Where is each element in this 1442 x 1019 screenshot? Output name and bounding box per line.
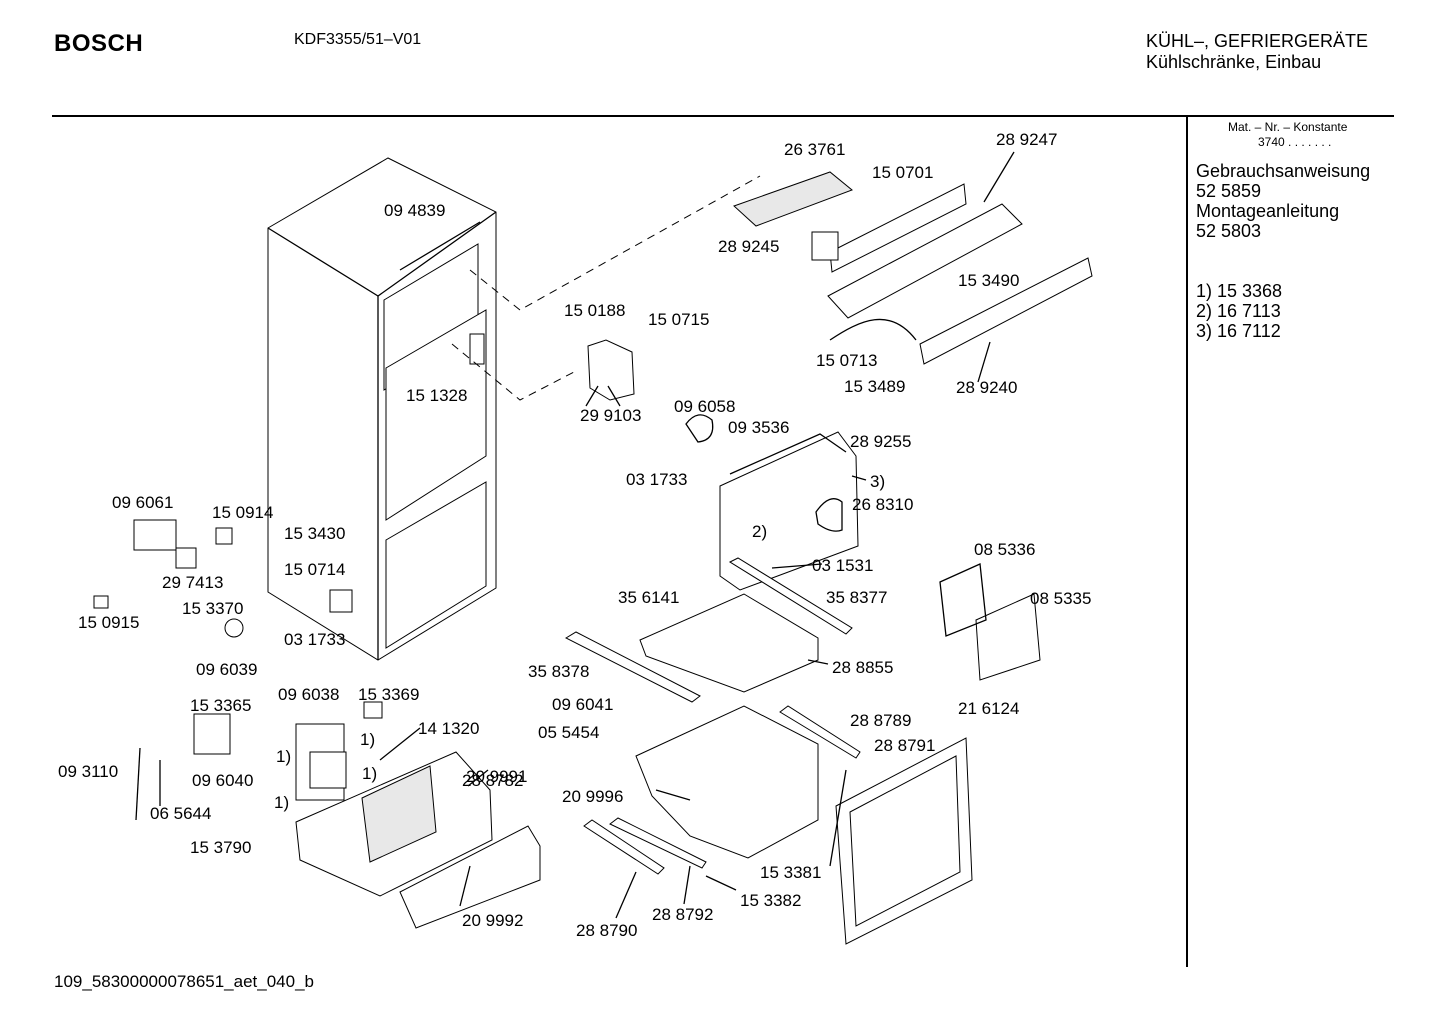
category-subtitle: Kühlschränke, Einbau	[1146, 52, 1322, 72]
base-compartment-drawing	[93, 519, 541, 929]
part-leader-lines	[379, 151, 1015, 919]
part-label: 05 5454	[538, 723, 599, 742]
part-label: 06 5644	[150, 804, 211, 823]
part-label: 28 8792	[652, 905, 713, 924]
part-label: 20 9991	[466, 767, 527, 786]
part-label: 15 0701	[872, 163, 933, 182]
lamp-housing-drawing	[587, 339, 859, 591]
doc-title-installation: Montageanleitung	[1196, 201, 1340, 221]
part-label: 09 6041	[552, 695, 613, 714]
category-title: KÜHL–, GEFRIERGERÄTE	[1146, 31, 1369, 51]
part-label: 28 9247	[996, 130, 1057, 149]
model-number: KDF3355/51–V01	[294, 31, 422, 48]
part-label: 29 9103	[580, 406, 641, 425]
part-label: 03 1733	[284, 630, 345, 649]
part-label: 15 0714	[284, 560, 345, 579]
part-number-labels: 26 3761 15 0701 28 9247 09 4839 28 9245 15 34…	[58, 130, 1091, 940]
part-label: 29 7413	[162, 573, 223, 592]
shelves-drawing	[564, 557, 1041, 945]
part-label: 28 8790	[576, 921, 637, 940]
cabinet-drawing	[267, 157, 497, 661]
part-label: 28 9245	[718, 237, 779, 256]
part-label: 15 0713	[816, 351, 877, 370]
part-label: 20 9996	[562, 787, 623, 806]
brand-logo: BOSCH	[54, 30, 144, 57]
part-label: 2)	[752, 522, 767, 541]
part-label: 28 8782	[462, 771, 523, 790]
part-label: 1)	[362, 764, 377, 783]
part-label: 20 9992	[462, 911, 523, 930]
control-panel-drawing	[733, 171, 1093, 365]
part-label: 09 3110	[58, 762, 118, 781]
part-label: 08 5336	[974, 540, 1035, 559]
part-label: 15 3790	[190, 838, 251, 857]
part-label: 09 6058	[674, 397, 735, 416]
note-3: 3) 16 7112	[1196, 321, 1281, 341]
part-label: 14 1320	[418, 719, 479, 738]
material-number-value: 3740 . . . . . . .	[1258, 135, 1332, 149]
part-label: 28 9255	[850, 432, 911, 451]
header-divider	[52, 115, 1394, 117]
part-label: 15 3430	[284, 524, 345, 543]
part-label: 09 6038	[278, 685, 339, 704]
part-label: 3)	[870, 472, 885, 491]
part-label: 15 3382	[740, 891, 801, 910]
part-label: 03 1733	[626, 470, 687, 489]
part-label: 15 0715	[648, 310, 709, 329]
part-label: 28 8791	[874, 736, 935, 755]
part-label: 15 3365	[190, 696, 251, 715]
part-label: 15 3369	[358, 685, 419, 704]
part-label: 09 6039	[196, 660, 257, 679]
part-label: 1)	[360, 730, 375, 749]
part-label: 26 8310	[852, 495, 913, 514]
part-label: 03 1531	[812, 556, 873, 575]
doc-number-manual: 52 5859	[1196, 181, 1262, 201]
part-label: 35 8377	[826, 588, 887, 607]
part-label: 15 0914	[212, 503, 273, 522]
note-2: 2) 16 7113	[1196, 301, 1281, 321]
part-label: 09 4839	[384, 201, 445, 220]
part-label: 1)	[276, 747, 291, 766]
part-label: 08 5335	[1030, 589, 1091, 608]
part-label: 15 3489	[844, 377, 905, 396]
part-label: 35 8378	[528, 662, 589, 681]
part-label: 09 6040	[192, 771, 253, 790]
part-label: 1)	[274, 793, 289, 812]
note-1: 1) 15 3368	[1196, 281, 1283, 301]
part-label: 28 8789	[850, 711, 911, 730]
doc-title-manual: Gebrauchsanweisung	[1196, 161, 1371, 181]
part-label: 21 6124	[958, 699, 1019, 718]
dashed-leaders	[451, 175, 761, 401]
doc-number-installation: 52 5803	[1196, 221, 1262, 241]
part-label: 15 3381	[760, 863, 821, 882]
part-label: 09 3536	[728, 418, 789, 437]
part-label: 28 9240	[956, 378, 1017, 397]
part-label: 26 3761	[784, 140, 845, 159]
part-label: 15 0188	[564, 301, 625, 320]
part-label: 09 6061	[112, 493, 173, 512]
footer-code: 109_58300000078651_aet_040_b	[54, 972, 314, 991]
part-label: 35 6141	[618, 588, 679, 607]
part-label: 28 8855	[832, 658, 893, 677]
part-label: 15 3490	[958, 271, 1019, 290]
sidebar-divider	[1186, 117, 1188, 967]
part-label: 15 3370	[182, 599, 243, 618]
part-label: 15 1328	[406, 386, 467, 405]
part-label: 15 0915	[78, 613, 139, 632]
material-number-label: Mat. – Nr. – Konstante	[1228, 120, 1348, 134]
